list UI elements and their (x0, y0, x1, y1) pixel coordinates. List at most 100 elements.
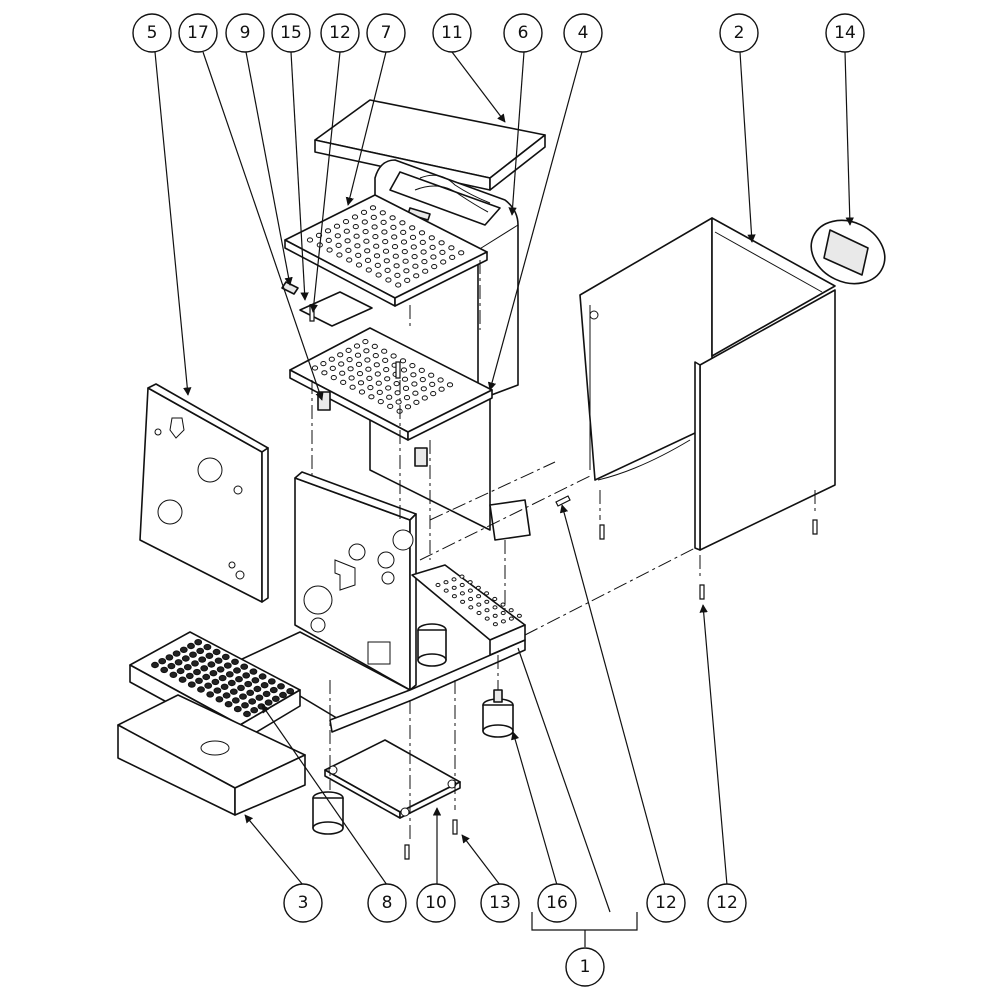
callout-circle (503, 13, 543, 53)
perforation-hole (418, 230, 426, 236)
perforation-hole (492, 605, 498, 610)
perforation-hole (394, 390, 401, 396)
perforation-hole (380, 219, 387, 225)
callout-number: 14 (834, 23, 856, 43)
perforation-hole (211, 678, 220, 686)
perforation-hole (412, 263, 419, 269)
perforation-hole (500, 602, 506, 607)
part-upper-perforated-plate (281, 194, 488, 327)
perforation-hole (191, 660, 199, 667)
perforation-hole (369, 205, 377, 211)
perforation-hole (218, 674, 227, 682)
callout-number: 5 (147, 23, 158, 43)
perforation-hole (363, 348, 370, 354)
perforation-hole (277, 683, 285, 690)
perforation-hole (364, 257, 372, 263)
perforation-hole (391, 234, 398, 240)
screws (309, 304, 818, 860)
perforation-hole (243, 710, 251, 718)
perforation-hole (384, 376, 391, 382)
perforation-hole (197, 686, 205, 693)
perforation-hole (196, 647, 205, 655)
part-feet (312, 689, 514, 835)
callout-10: 10 (416, 883, 456, 923)
perforation-hole (352, 224, 359, 230)
perforation-hole (401, 249, 408, 255)
callout-3: 3 (283, 883, 323, 923)
callout-circle (565, 947, 605, 987)
perforation-hole (382, 357, 389, 363)
perforation-hole (366, 375, 373, 381)
perforation-hole (338, 361, 345, 367)
perforation-hole (484, 591, 490, 596)
perforation-hole (334, 233, 341, 239)
perforation-hole (160, 666, 169, 674)
callout-circle (366, 13, 406, 53)
perforation-hole (367, 385, 374, 391)
perforation-hole (467, 580, 473, 585)
perforation-hole (403, 268, 410, 274)
perforation-hole (411, 254, 418, 260)
callout-16: 16 (537, 883, 577, 923)
perforation-hole (241, 702, 249, 709)
perforation-hole (421, 395, 428, 401)
perforation-hole (220, 683, 229, 690)
perforation-hole (368, 394, 375, 400)
callout-circle (537, 883, 577, 923)
perforation-hole (371, 343, 378, 349)
perforation-hole (393, 263, 400, 269)
part-main-chassis (239, 471, 526, 733)
callout-number: 3 (298, 893, 309, 913)
perforation-hole (362, 339, 369, 345)
perforation-hole (347, 366, 354, 372)
perforation-hole (420, 249, 427, 255)
perforation-hole (181, 655, 190, 662)
perforation-hole (187, 681, 196, 688)
perforation-hole (329, 365, 336, 371)
callout-circle (480, 883, 520, 923)
perforation-hole (223, 662, 232, 669)
perforation-hole (158, 658, 167, 665)
perforation-hole (419, 377, 426, 383)
perforation-hole (403, 395, 411, 401)
callout-11: 11 (432, 13, 472, 53)
perforation-hole (235, 676, 243, 683)
perforation-hole (361, 219, 368, 225)
perforation-hole (151, 661, 159, 669)
perforation-hole (412, 390, 419, 396)
perforation-hole (179, 646, 188, 653)
perforation-hole (249, 668, 258, 675)
perforation-hole (476, 610, 482, 616)
perforation-hole (428, 235, 435, 241)
perforation-hole (384, 267, 391, 273)
perforation-hole (411, 381, 418, 387)
perforation-hole (267, 678, 276, 685)
callout-circle (719, 13, 759, 53)
perforation-hole (377, 399, 384, 405)
perforation-hole (375, 380, 382, 386)
perforation-hole (364, 357, 371, 363)
perforation-hole (371, 224, 378, 230)
perforation-hole (430, 391, 437, 397)
perforation-hole (229, 688, 238, 695)
callout-4: 4 (563, 13, 603, 53)
perforation-hole (372, 353, 379, 359)
perforation-hole (399, 358, 407, 364)
perforation-hole (379, 210, 386, 216)
callout-9: 9 (225, 13, 265, 53)
perforation-hole (321, 370, 328, 376)
perforation-hole (227, 679, 236, 687)
perforation-hole (176, 667, 185, 675)
perforation-hole (183, 664, 192, 671)
perforation-hole (390, 353, 397, 359)
perforation-hole (419, 239, 426, 245)
perforation-hole (476, 594, 482, 599)
perforation-hole (348, 375, 355, 381)
perforation-hole (345, 247, 352, 253)
callout-number: 16 (546, 893, 568, 913)
perforation-hole (362, 229, 369, 235)
perforation-hole (409, 234, 417, 240)
callout-12a: 12 (320, 13, 360, 53)
perforation-hole (225, 671, 234, 678)
